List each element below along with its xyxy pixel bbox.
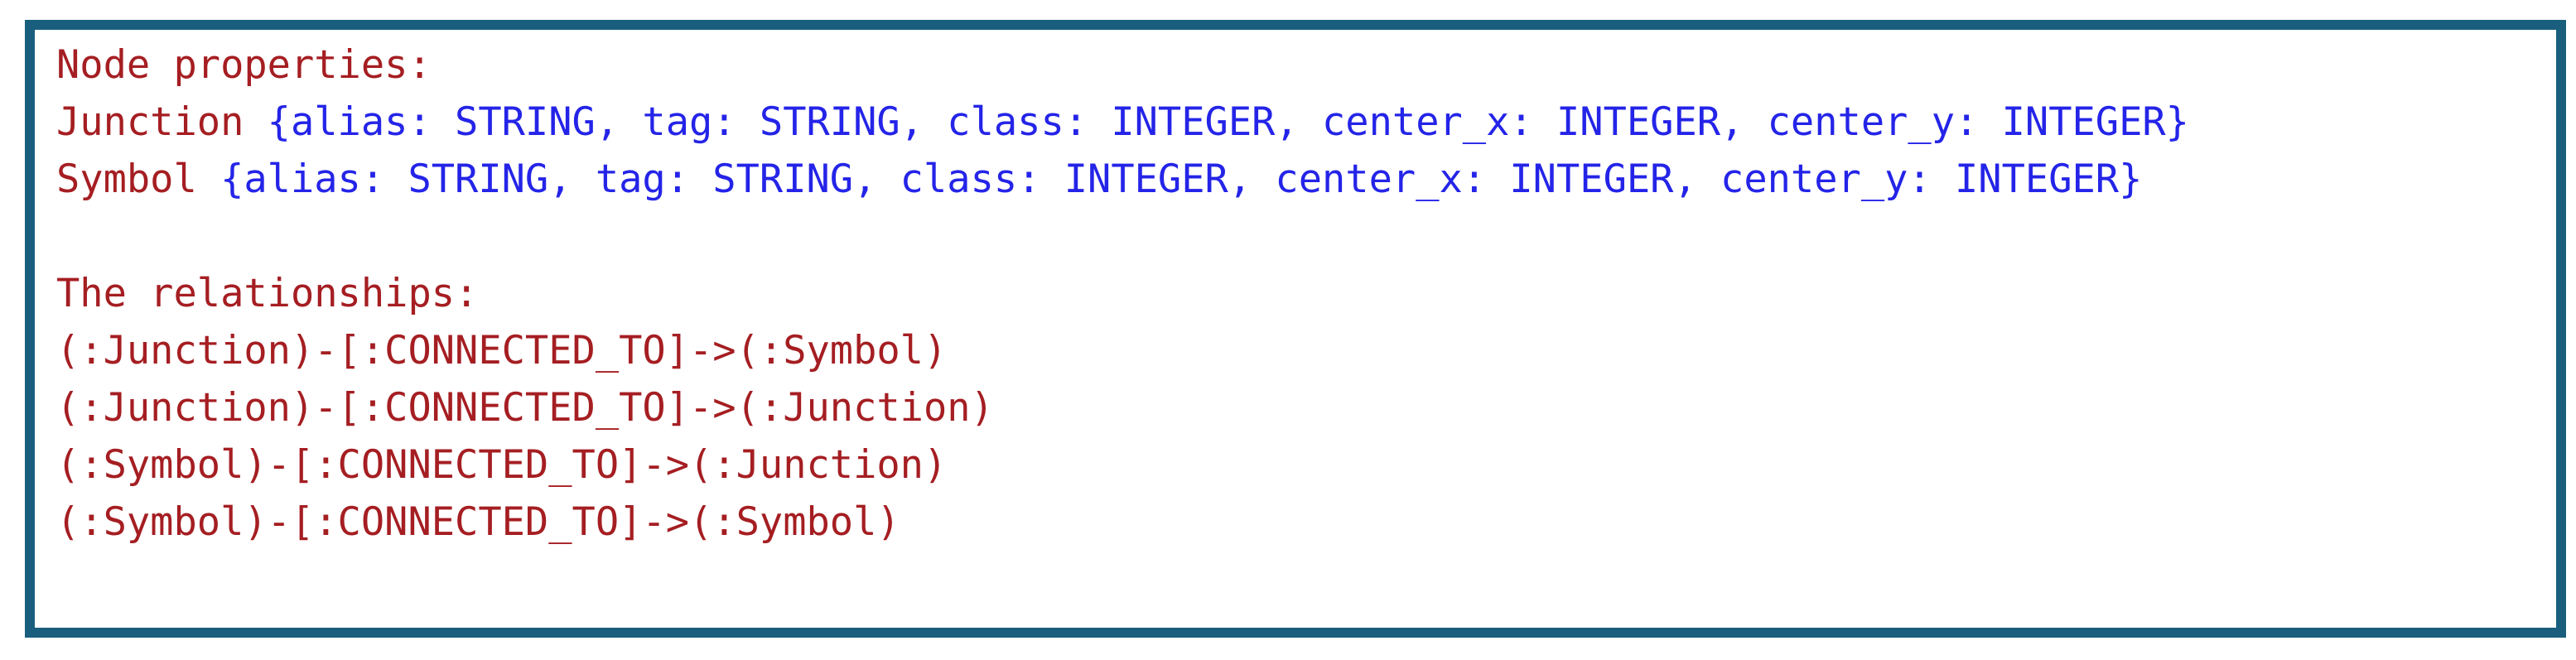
code-line: (:Symbol)-[:CONNECTED_TO]->(:Junction) xyxy=(56,436,2540,494)
code-segment: Node properties: xyxy=(56,42,432,88)
code-line: Junction {alias: STRING, tag: STRING, cl… xyxy=(56,94,2540,151)
code-line xyxy=(56,208,2540,265)
code-line: The relationships: xyxy=(56,265,2540,322)
code-segment: (:Junction)-[:CONNECTED_TO]->(:Junction) xyxy=(56,385,994,431)
code-segment: (:Junction)-[:CONNECTED_TO]->(:Symbol) xyxy=(56,328,948,373)
code-line: (:Junction)-[:CONNECTED_TO]->(:Symbol) xyxy=(56,322,2540,379)
code-segment: The relationships: xyxy=(56,271,479,316)
code-segment: {alias: STRING, tag: STRING, class: INTE… xyxy=(220,157,2143,202)
code-segment: Symbol xyxy=(56,157,221,202)
code-segment: Junction xyxy=(56,99,268,145)
schema-code-block: Node properties: Junction {alias: STRING,… xyxy=(35,30,2556,551)
code-segment: {alias: STRING, tag: STRING, class: INTE… xyxy=(267,99,2189,145)
code-segment: (:Symbol)-[:CONNECTED_TO]->(:Symbol) xyxy=(56,499,900,545)
code-line: (:Symbol)-[:CONNECTED_TO]->(:Symbol) xyxy=(56,494,2540,551)
graph-schema-panel: Node properties: Junction {alias: STRING,… xyxy=(25,20,2566,638)
code-line: (:Junction)-[:CONNECTED_TO]->(:Junction) xyxy=(56,379,2540,436)
code-line: Node properties: xyxy=(56,36,2540,94)
code-segment: (:Symbol)-[:CONNECTED_TO]->(:Junction) xyxy=(56,442,948,488)
code-line: Symbol {alias: STRING, tag: STRING, clas… xyxy=(56,151,2540,208)
